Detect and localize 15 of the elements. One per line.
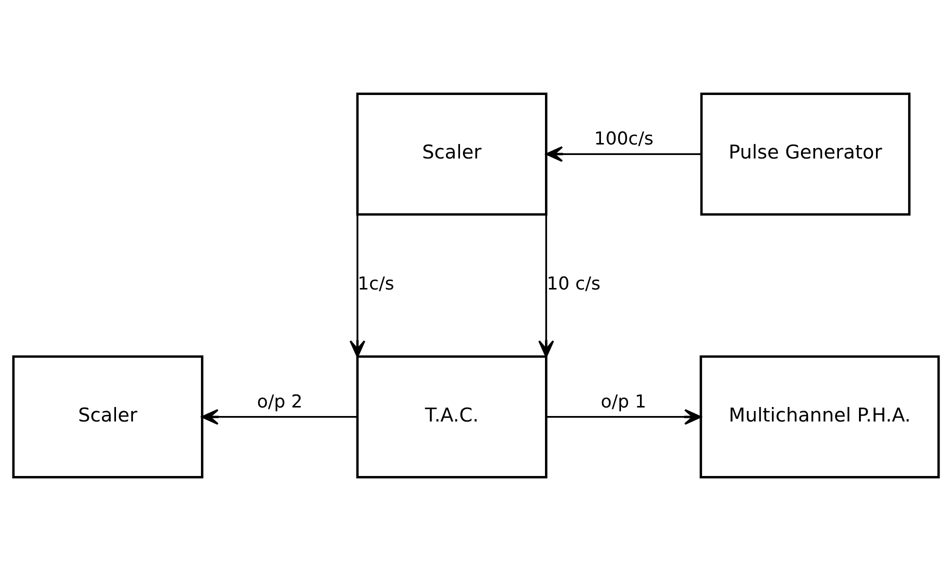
arrow (546, 408, 702, 424)
node-box: Scaler (356, 92, 548, 216)
node-box: T.A.C. (356, 354, 548, 478)
arrow (350, 214, 366, 357)
edge-label: o/p 2 (257, 390, 303, 412)
node-box: Multichannel P.H.A. (700, 354, 940, 478)
arrow (538, 214, 554, 357)
arrow (546, 146, 702, 162)
edge-label: 100c/s (594, 128, 654, 150)
node-box: Pulse Generator (700, 92, 911, 216)
edge-label: 10 c/s (546, 273, 600, 294)
edge-label: 1c/s (358, 273, 394, 294)
edge-label: o/p 1 (600, 390, 646, 412)
node-box: Scaler (12, 354, 204, 478)
arrow (201, 408, 357, 424)
